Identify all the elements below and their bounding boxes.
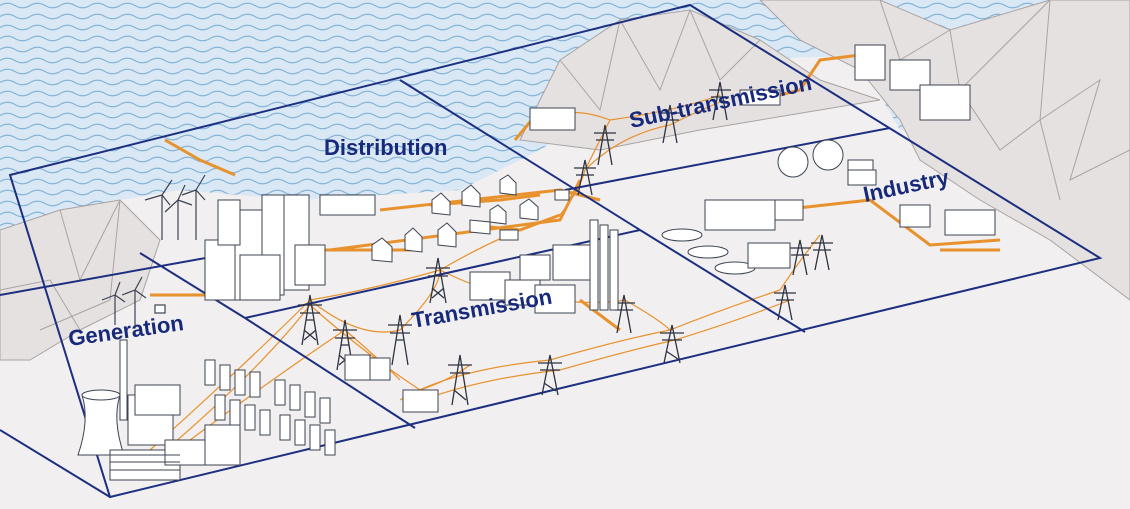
pylon [333,319,357,371]
pylon [811,234,833,271]
substation-equipment [204,354,439,456]
pylon [594,124,616,166]
pylon [448,354,472,406]
zone-boundaries [0,3,1103,499]
generation-plant [77,339,241,481]
distribution-label: Distribution [324,135,448,160]
city-buildings [204,194,376,301]
pylon [660,324,684,364]
pylon [709,81,731,121]
transmission-pylons [298,81,833,406]
pylon [388,314,412,366]
houses [371,174,570,263]
pylon [298,294,322,346]
pylon [538,354,562,396]
pylon [789,239,811,276]
pylon [774,284,796,321]
power-station [469,219,619,314]
industry-facilities [661,139,996,275]
wind-turbines [101,174,206,325]
pylon [574,159,596,196]
pylon [659,104,681,144]
substation-north [529,44,971,131]
pylon [426,257,450,304]
